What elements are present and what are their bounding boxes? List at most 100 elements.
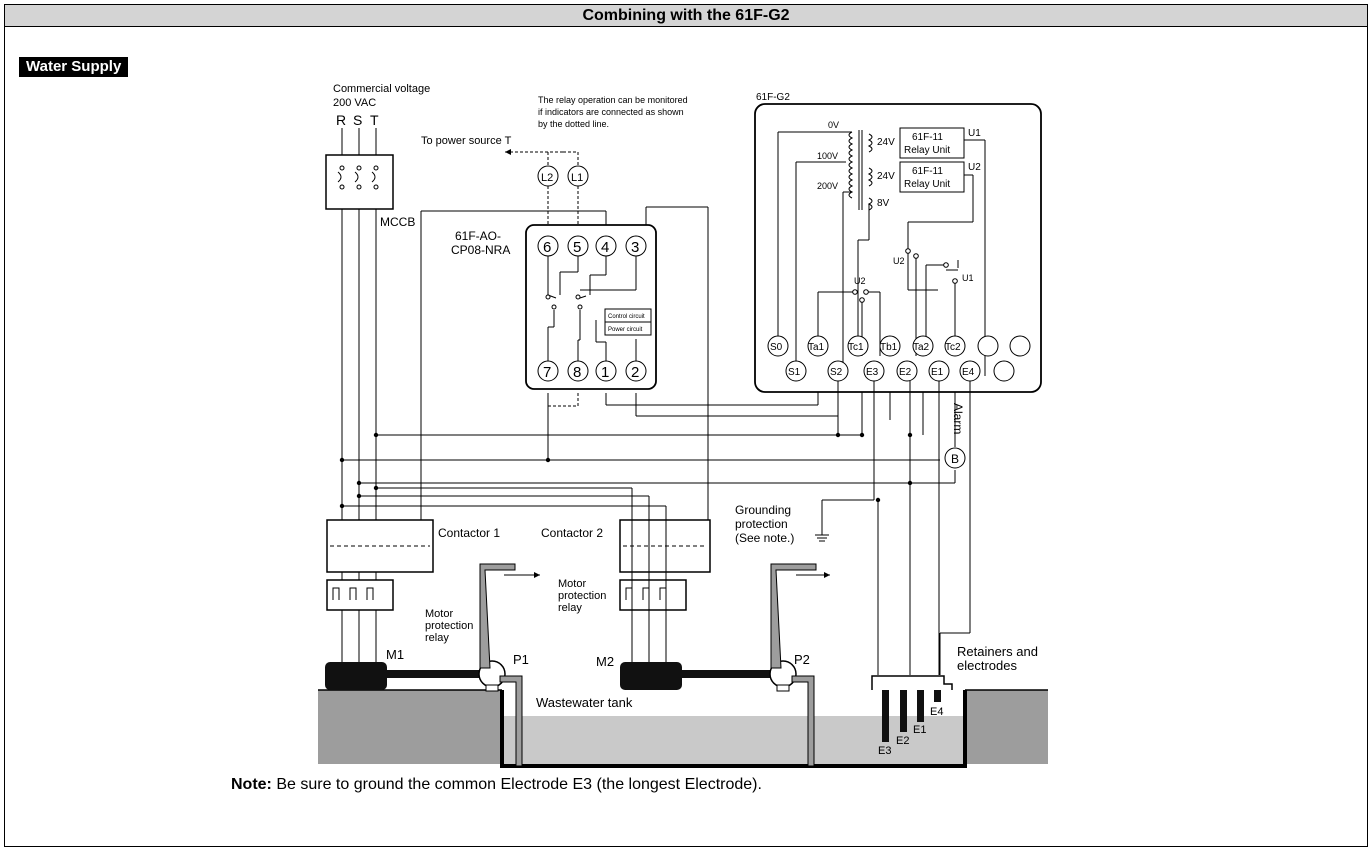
grounding-line-1: Grounding — [735, 503, 791, 517]
afl-internal-wiring — [545, 256, 637, 361]
power-circuit-box — [604, 321, 652, 336]
label-100v: 100V — [817, 151, 838, 161]
label-24v-a: 24V — [877, 137, 895, 148]
g2-terminal-e1: E1 — [931, 367, 944, 378]
label-u2-left: U2 — [893, 256, 905, 266]
g2-field-wiring — [815, 381, 971, 675]
g2-terminal-tb1: Tb1 — [880, 342, 898, 353]
label-u1-top: U1 — [968, 128, 981, 139]
g2-terminals-bottom: S1 S2 E3 E2 E1 E4 — [785, 360, 1015, 382]
label-wastewater-tank: Wastewater tank — [536, 695, 633, 710]
grounding-line-3: (See note.) — [735, 531, 794, 545]
alarm-buzzer-label: B — [951, 452, 959, 466]
label-24v-b: 24V — [877, 171, 895, 182]
label-contactor-2: Contactor 2 — [541, 526, 603, 540]
label-e3: E3 — [878, 745, 891, 757]
label-phase-s: S — [353, 112, 362, 128]
g2-terminal-e2: E2 — [899, 367, 912, 378]
afl-terminal-7: 7 — [543, 364, 551, 381]
label-e4: E4 — [930, 706, 943, 718]
label-afl-model-2: CP08-NRA — [451, 243, 510, 257]
afl-terminal-8: 8 — [573, 364, 581, 381]
motor-protection-relay-1 — [326, 579, 394, 611]
figure-frame: Combining with the 61F-G2 Water Supply — [4, 4, 1368, 847]
label-e2: E2 — [896, 735, 909, 747]
label-u1-right: U1 — [962, 273, 974, 283]
label-contactor-1: Contactor 1 — [438, 526, 500, 540]
motor-relay-2-line-1: Motor — [558, 578, 586, 590]
label-0v: 0V — [828, 120, 839, 130]
label-to-power-source: To power source T — [421, 135, 512, 147]
lamp-l2 — [537, 165, 559, 187]
label-e1: E1 — [913, 724, 926, 736]
figure-title: Combining with the 61F-G2 — [5, 5, 1367, 27]
relay-unit-a-line-1: 61F-11 — [912, 132, 943, 143]
relay-note-line-3: by the dotted line. — [538, 119, 609, 129]
motor-m1 — [325, 662, 484, 690]
g2-controller-box — [754, 103, 1042, 393]
relay-note-line-2: if indicators are connected as shown — [538, 107, 684, 117]
g2-terminal-s0: S0 — [770, 342, 783, 353]
label-g2-model: 61F-G2 — [756, 92, 790, 103]
label-m1: M1 — [386, 647, 404, 662]
label-control-circuit: Control circuit — [608, 314, 645, 320]
alarm-buzzer — [944, 447, 966, 469]
g2-terminal-e4: E4 — [962, 367, 975, 378]
afl-terminal-3: 3 — [631, 239, 639, 256]
afl-terminals-bottom: 7 8 1 2 — [537, 360, 647, 382]
label-commercial-voltage: Commercial voltage — [333, 83, 430, 95]
arrow-to-power-source — [505, 149, 511, 155]
relay-unit-b-line-2: Relay Unit — [904, 179, 950, 190]
label-200v: 200V — [817, 181, 838, 191]
g2-terminal-blank-2 — [1009, 335, 1031, 357]
g2-terminal-tc2: Tc2 — [945, 342, 961, 353]
afl-relay-box — [525, 224, 657, 390]
afl-terminal-4: 4 — [601, 239, 609, 256]
lamp-l1 — [567, 165, 589, 187]
afl-terminals-top: 6 5 4 3 — [537, 235, 647, 257]
label-phase-t: T — [370, 112, 379, 128]
g2-terminal-ta2: Ta2 — [913, 342, 930, 353]
motor-relay-1-line-2: protection — [425, 620, 473, 632]
motor-protection-relay-2 — [619, 579, 687, 611]
note-text: Note: Be sure to ground the common Elect… — [231, 776, 762, 793]
relay-note-line-1: The relay operation can be monitored — [538, 95, 688, 105]
relay-unit-a-line-2: Relay Unit — [904, 145, 950, 156]
g2-terminal-ta1: Ta1 — [808, 342, 825, 353]
label-p1: P1 — [513, 652, 529, 667]
g2-switch-contacts — [852, 248, 958, 303]
label-8v: 8V — [877, 198, 890, 209]
afl-terminal-1: 1 — [601, 364, 609, 381]
label-voltage: 200 VAC — [333, 97, 376, 109]
retainers-line-1: Retainers and — [957, 644, 1038, 659]
pump-p2 — [769, 563, 817, 767]
note-bold: Note: — [231, 776, 272, 793]
label-alarm: Alarm — [951, 403, 965, 434]
note-body: Be sure to ground the common Electrode E… — [272, 776, 762, 793]
g2-terminal-blank-1 — [977, 335, 999, 357]
g2-terminal-s2: S2 — [830, 367, 843, 378]
lamp-l2-label: L2 — [541, 172, 553, 184]
g2-terminals-top: S0 Ta1 Tc1 Tb1 Ta2 Tc2 — [767, 335, 1031, 357]
label-power-circuit: Power circuit — [608, 327, 643, 333]
grounding-line-2: protection — [735, 517, 788, 531]
relay-unit-b-line-1: 61F-11 — [912, 166, 943, 177]
section-label: Water Supply — [19, 57, 129, 77]
afl-terminal-5: 5 — [573, 239, 581, 256]
retainers-line-2: electrodes — [957, 658, 1017, 673]
afl-terminal-6: 6 — [543, 239, 551, 256]
relay-1-elements — [332, 587, 374, 600]
electrode-holder — [871, 675, 953, 742]
motor-relay-1-line-1: Motor — [425, 608, 453, 620]
motor-relay-2-line-2: protection — [558, 590, 606, 602]
pump-p1 — [478, 563, 523, 767]
label-mccb: MCCB — [380, 215, 415, 229]
g2-terminal-tc1: Tc1 — [848, 342, 864, 353]
motor-m2 — [620, 662, 779, 690]
motor-relay-1-line-3: relay — [425, 632, 449, 644]
g2-terminal-s1: S1 — [788, 367, 801, 378]
g2-terminal-e3: E3 — [866, 367, 879, 378]
afl-terminal-2: 2 — [631, 364, 639, 381]
label-u2-switch: U2 — [854, 276, 866, 286]
